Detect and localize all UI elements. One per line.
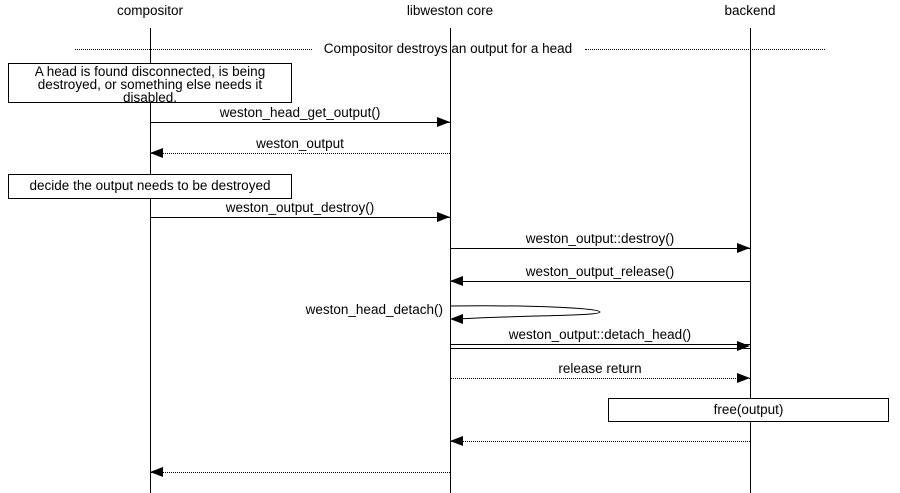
message-label-weston-head-get-output: weston_head_get_output()	[219, 105, 381, 120]
divider-line-right	[585, 49, 825, 50]
message-line-weston-head-get-output	[150, 122, 450, 123]
message-label-weston-output-release: weston_output_release()	[525, 264, 675, 279]
message-line-weston-output-release	[450, 281, 750, 282]
message-line-weston-output-destroy	[150, 217, 450, 218]
arrowhead-left-icon	[150, 467, 163, 477]
arrowhead-right-icon	[737, 373, 750, 383]
note-line: destroyed, or something else needs it	[37, 77, 263, 92]
divider-label: Compositor destroys an output for a head	[323, 41, 573, 56]
arrowhead-right-icon	[737, 341, 750, 351]
lifeline-backend	[750, 28, 751, 493]
message-label-weston-head-detach: weston_head_detach()	[305, 302, 443, 317]
arrowhead-right-icon	[437, 212, 450, 222]
message-label-weston-output-destroy: weston_output_destroy()	[225, 200, 375, 215]
note-line: A head is found disconnected, is being	[34, 64, 266, 79]
message-label-weston-output: weston_output	[256, 136, 344, 151]
lifeline-compositor	[150, 28, 151, 493]
message-label-weston-output-detach-head: weston_output::detach_head()	[508, 327, 692, 342]
divider-line-left	[75, 49, 312, 50]
actor-libweston-core: libweston core	[406, 3, 494, 18]
message-line-weston-output-detach-head	[450, 344, 750, 349]
note-head-disconnected: A head is found disconnected, is being d…	[8, 63, 292, 105]
message-line-return-to-core	[450, 441, 750, 442]
arrowhead-left-icon	[450, 314, 463, 324]
action-box-free-output: free(output)	[608, 398, 889, 422]
actor-compositor: compositor	[116, 3, 184, 18]
message-line-return-to-compositor	[150, 472, 450, 473]
arrowhead-left-icon	[450, 436, 463, 446]
arrowhead-right-icon	[737, 243, 750, 253]
lifeline-libweston-core	[450, 28, 451, 493]
message-line-weston-output-vfunc-destroy	[450, 248, 750, 249]
arrowhead-right-icon	[437, 117, 450, 127]
arrowhead-left-icon	[450, 276, 463, 286]
actor-backend: backend	[724, 3, 776, 18]
self-call-loop	[450, 305, 601, 320]
message-line-weston-output	[150, 153, 450, 154]
arrowhead-left-icon	[150, 148, 163, 158]
message-label-weston-output-vfunc-destroy: weston_output::destroy()	[525, 231, 675, 246]
message-line-release-return	[450, 378, 750, 379]
message-label-release-return: release return	[558, 361, 642, 376]
note-decide-destroy: decide the output needs to be destroyed	[8, 174, 292, 199]
note-line: disabled.	[122, 90, 178, 105]
